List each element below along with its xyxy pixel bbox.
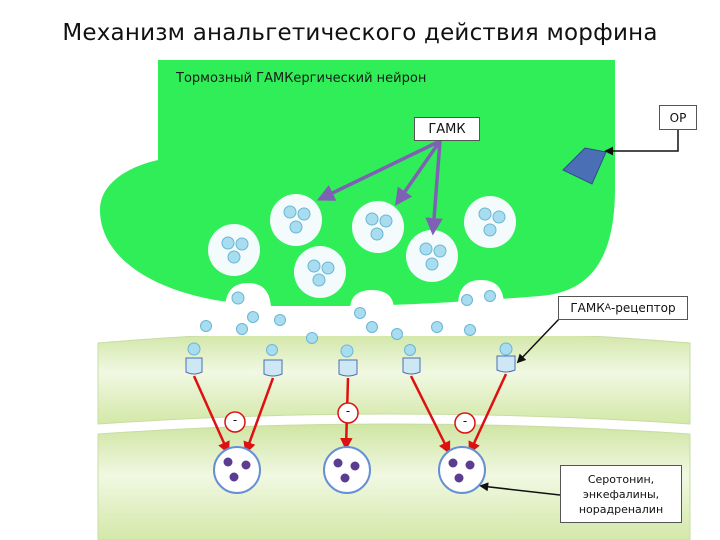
- callout-arrows: [479, 130, 679, 496]
- gaba-a-receptors: [185, 355, 516, 377]
- released-gaba-molecules: [187, 290, 513, 358]
- inhibition-sign: -: [232, 413, 238, 427]
- receptor: [338, 359, 358, 377]
- synaptic-vesicles: [208, 194, 516, 298]
- receptor-label-subscript: A: [604, 303, 611, 313]
- receptor: [185, 357, 203, 375]
- vesicle: [294, 246, 346, 298]
- target-cell: [213, 446, 261, 494]
- vesicle: [270, 194, 322, 246]
- receptor-label-rest: -рецептор: [610, 301, 676, 315]
- vesicle: [352, 201, 404, 253]
- opioid-receptor-label-box: ОР: [659, 105, 697, 130]
- receptor: [402, 357, 421, 375]
- neurotransmitters-label: Серотонин, энкефалины, норадреналин: [578, 472, 664, 516]
- gaba-label-box: ГАМК: [414, 117, 480, 141]
- inhibition-sign-circles: [224, 402, 476, 434]
- vesicle: [208, 224, 260, 276]
- inhibition-sign: -: [462, 414, 468, 428]
- neurotransmitters-label-box: Серотонин, энкефалины, норадреналин: [560, 465, 682, 523]
- target-cell: [323, 446, 371, 494]
- vesicle: [406, 230, 458, 282]
- neuron-label: Тормозный ГАМКергический нейрон: [176, 71, 427, 86]
- gaba-release-arrows: [316, 139, 443, 236]
- target-cell: [438, 446, 486, 494]
- receptor: [496, 355, 516, 373]
- gaba-neuron-body: [100, 60, 615, 307]
- page-title: Механизм анальгетического действия морфи…: [62, 20, 658, 46]
- receptor-label-main: ГАМК: [570, 301, 605, 315]
- inhibition-sign: -: [345, 404, 351, 418]
- vesicle: [464, 196, 516, 248]
- gaba-label: ГАМК: [428, 121, 466, 137]
- receptor: [263, 359, 283, 377]
- opioid-receptor-label: ОР: [669, 110, 687, 125]
- neurotransmitter-cells: [213, 446, 486, 494]
